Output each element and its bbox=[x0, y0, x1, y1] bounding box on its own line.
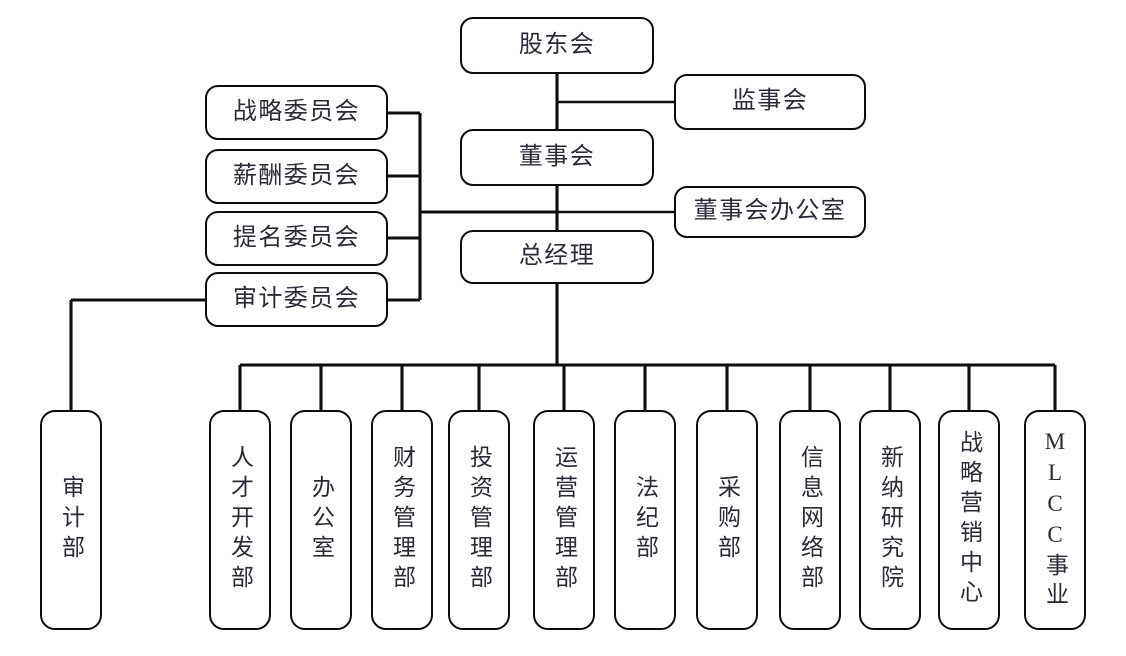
node-department-procurement[interactable]: 采购部 bbox=[696, 410, 758, 630]
node-department-operations-management[interactable]: 运营管理部 bbox=[533, 410, 595, 630]
node-label: 监事会 bbox=[731, 88, 809, 115]
node-label: 人才开发部 bbox=[227, 445, 253, 595]
node-shareholders-meeting[interactable]: 股东会 bbox=[460, 17, 654, 74]
node-committee-remuneration[interactable]: 薪酬委员会 bbox=[205, 149, 388, 204]
node-label: 投资管理部 bbox=[466, 445, 492, 595]
node-label: 薪酬委员会 bbox=[232, 162, 361, 189]
node-department-mlcc-business[interactable]: MLCC事业 bbox=[1024, 410, 1086, 630]
node-label: 董事会办公室 bbox=[693, 198, 847, 225]
node-supervisory-board[interactable]: 监事会 bbox=[674, 74, 866, 130]
node-label: 采购部 bbox=[714, 475, 740, 565]
node-label: 总经理 bbox=[518, 243, 596, 270]
node-label: 审计部 bbox=[58, 475, 84, 565]
node-label: 战略营销中心 bbox=[956, 430, 982, 610]
node-department-talent-development[interactable]: 人才开发部 bbox=[209, 410, 271, 630]
node-general-manager[interactable]: 总经理 bbox=[460, 230, 654, 284]
node-board-office[interactable]: 董事会办公室 bbox=[674, 186, 866, 238]
node-label: 提名委员会 bbox=[232, 224, 361, 251]
node-label: 信息网络部 bbox=[797, 445, 823, 595]
node-committee-audit[interactable]: 审计委员会 bbox=[205, 272, 388, 327]
node-label: 法纪部 bbox=[632, 475, 658, 565]
node-department-office[interactable]: 办公室 bbox=[290, 410, 352, 630]
node-department-information-network[interactable]: 信息网络部 bbox=[779, 410, 841, 630]
node-label: 新纳研究院 bbox=[877, 445, 903, 595]
node-department-xinna-research-institute[interactable]: 新纳研究院 bbox=[859, 410, 921, 630]
node-department-legal-discipline[interactable]: 法纪部 bbox=[614, 410, 676, 630]
node-label: 股东会 bbox=[518, 31, 596, 58]
node-department-investment-management[interactable]: 投资管理部 bbox=[448, 410, 510, 630]
node-committee-nomination[interactable]: 提名委员会 bbox=[205, 211, 388, 266]
node-label: 运营管理部 bbox=[551, 445, 577, 595]
node-label: 董事会 bbox=[518, 143, 596, 170]
node-label: 财务管理部 bbox=[389, 445, 415, 595]
node-board-of-directors[interactable]: 董事会 bbox=[460, 129, 654, 186]
node-committee-strategy[interactable]: 战略委员会 bbox=[205, 85, 388, 140]
node-department-audit[interactable]: 审计部 bbox=[40, 410, 102, 630]
node-department-strategic-marketing-center[interactable]: 战略营销中心 bbox=[938, 410, 1000, 630]
node-label: 战略委员会 bbox=[232, 98, 361, 125]
node-label: 办公室 bbox=[308, 475, 334, 565]
node-label: MLCC事业 bbox=[1042, 429, 1068, 611]
node-department-finance-management[interactable]: 财务管理部 bbox=[371, 410, 433, 630]
node-label: 审计委员会 bbox=[232, 285, 361, 312]
